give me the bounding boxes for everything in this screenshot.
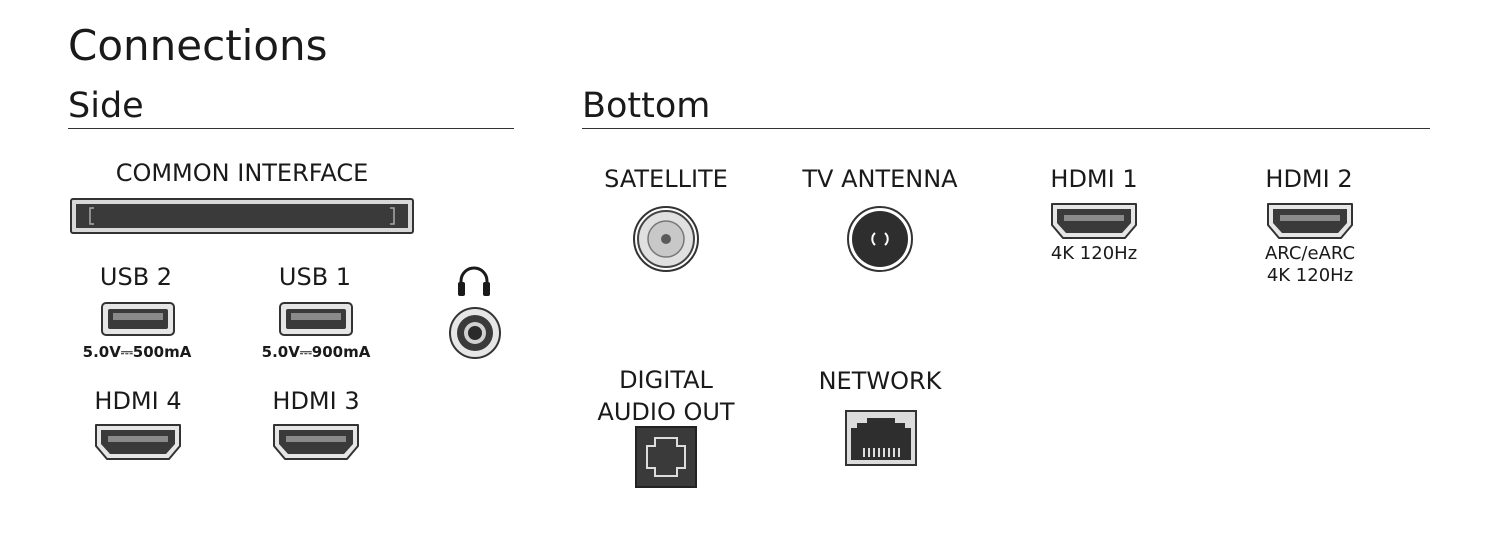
hdmi2-label: HDMI 2 [1265, 165, 1353, 193]
ethernet-port [845, 410, 917, 466]
satellite-connector [633, 206, 699, 272]
hdmi2-spec-resolution: 4K 120Hz [1266, 265, 1354, 286]
headphone-jack [449, 307, 501, 359]
hdmi2-port-icon [1267, 203, 1353, 239]
hdmi4-label: HDMI 4 [94, 387, 182, 415]
bottom-heading: Bottom [582, 86, 711, 126]
hdmi1-port-icon [1051, 203, 1137, 239]
hdmi3-label: HDMI 3 [272, 387, 360, 415]
hdmi3-port-icon [273, 424, 359, 460]
side-divider [68, 128, 514, 129]
usb1-port-icon [279, 302, 353, 336]
side-heading: Side [68, 86, 144, 126]
network-label: NETWORK [818, 367, 942, 395]
common-interface-slot [70, 198, 414, 234]
bottom-divider [582, 128, 1430, 129]
hdmi2-spec-arc: ARC/eARC [1264, 243, 1356, 264]
usb1-label: USB 1 [278, 263, 352, 291]
tv-antenna-connector [847, 206, 913, 272]
digital-audio-out-label-line2: AUDIO OUT [597, 398, 735, 426]
satellite-label: SATELLITE [604, 165, 728, 193]
common-interface-label: COMMON INTERFACE [115, 159, 369, 187]
digital-audio-out-label-line1: DIGITAL [619, 366, 713, 394]
tv-antenna-label: TV ANTENNA [802, 165, 958, 193]
usb2-port-icon [101, 302, 175, 336]
usb1-spec: 5.0V⎓900mA [261, 343, 371, 361]
optical-audio-port [635, 426, 697, 488]
usb2-label: USB 2 [99, 263, 173, 291]
page-title: Connections [68, 21, 328, 70]
hdmi1-label: HDMI 1 [1050, 165, 1138, 193]
headphones-icon [458, 266, 490, 296]
hdmi4-port-icon [95, 424, 181, 460]
hdmi1-spec: 4K 120Hz [1050, 243, 1138, 264]
usb2-spec: 5.0V⎓500mA [82, 343, 192, 361]
